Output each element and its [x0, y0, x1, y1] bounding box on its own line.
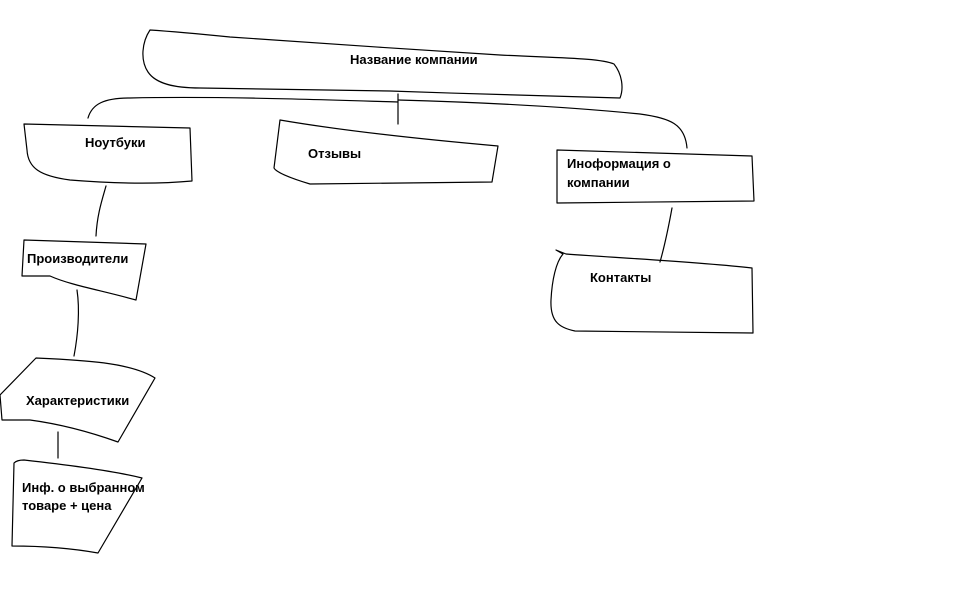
product-info-node-label-line2: товаре + цена [22, 498, 112, 513]
root-node-box [142, 29, 623, 99]
manufacturers-node-box [21, 239, 147, 301]
reviews-node-label: Отзывы [308, 146, 362, 161]
company-info-node-label-line1: Иноформация о [567, 156, 671, 171]
company-info-node-box [556, 149, 755, 204]
product-info-node-label-line1: Инф. о выбранном [22, 480, 145, 495]
laptops-node-box [23, 123, 193, 184]
reviews-node-box [273, 119, 499, 185]
product-info-node-box [11, 459, 143, 554]
connector-root-info [397, 99, 688, 149]
root-node-label: Название компании [350, 52, 478, 67]
connector-laptops-manufacturers [95, 185, 107, 237]
connector-manufacturers-characteristics [73, 289, 80, 357]
laptops-node-label: Ноутбуки [85, 135, 146, 150]
characteristics-node-box [0, 357, 156, 443]
characteristics-node-label: Характеристики [26, 393, 130, 408]
company-info-node-label-line2: компании [567, 175, 630, 190]
contacts-node-label: Контакты [590, 270, 652, 285]
connector-root-laptops [87, 93, 399, 125]
connector-info-contacts [659, 207, 673, 263]
manufacturers-node-label: Производители [27, 251, 129, 266]
contacts-node-box [550, 249, 754, 334]
